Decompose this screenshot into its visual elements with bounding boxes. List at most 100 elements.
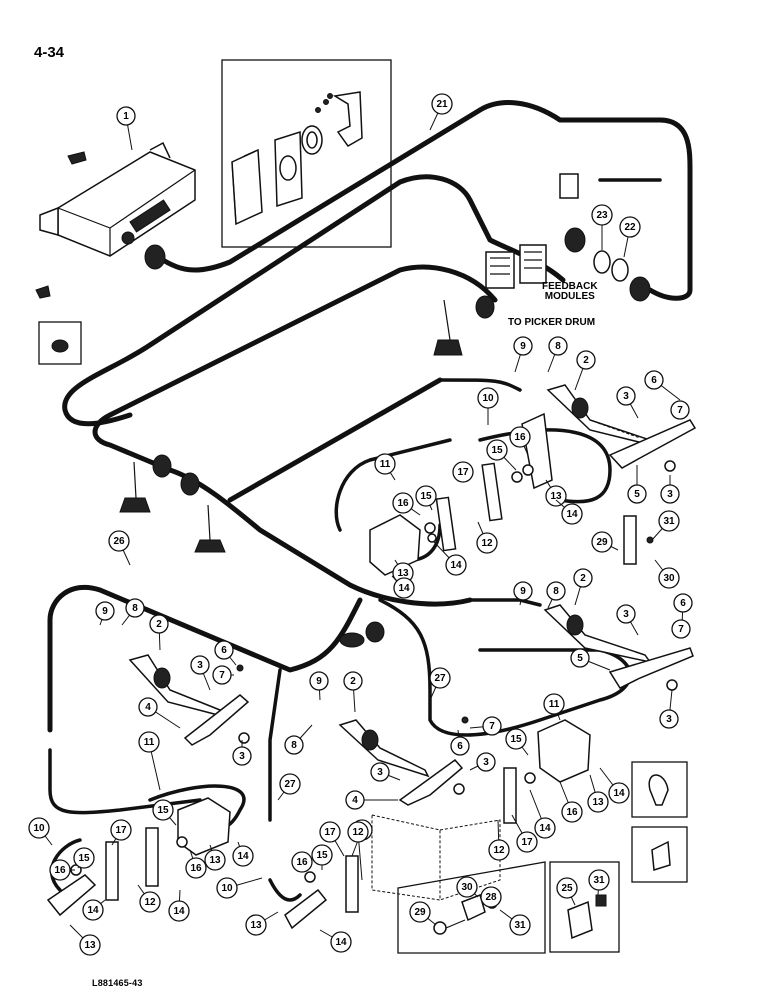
callout-number: 16 xyxy=(397,498,409,509)
callout-c14i: 14 xyxy=(319,929,352,953)
callout-c5b: 5 xyxy=(570,648,611,671)
callout-circle xyxy=(513,581,533,601)
grommet-inset-box xyxy=(38,321,82,365)
callout-circle xyxy=(588,869,610,891)
callout-c3d: 3 xyxy=(616,604,639,636)
connectors xyxy=(144,227,651,648)
callout-number: 8 xyxy=(291,740,297,751)
bracket-4-left xyxy=(183,694,250,746)
callout-circle xyxy=(291,851,313,873)
callout-number: 4 xyxy=(352,795,358,806)
callout-circle xyxy=(245,914,267,936)
callout-circle xyxy=(392,492,414,514)
harness-26-main xyxy=(92,264,498,607)
callout-circle xyxy=(573,568,593,588)
callout-circle xyxy=(480,886,502,908)
clip-inset-box xyxy=(549,861,620,953)
callout-c3a: 3 xyxy=(616,386,639,419)
bracket-kit-inset-box xyxy=(221,59,392,248)
hardware-inset-box xyxy=(397,861,546,954)
callout-number: 6 xyxy=(651,375,657,386)
callout-number: 3 xyxy=(623,391,629,402)
module-11-lower-left xyxy=(177,797,231,856)
callout-c13a: 13 xyxy=(545,479,567,507)
callout-circle xyxy=(619,216,641,238)
arm-lower-left xyxy=(46,874,97,917)
callout-c27b: 27 xyxy=(277,773,301,801)
callout-c2a: 2 xyxy=(574,350,596,391)
callout-c8d: 8 xyxy=(284,724,313,755)
callout-number: 15 xyxy=(316,850,328,861)
callout-number: 23 xyxy=(596,210,608,221)
callout-c7a: 7 xyxy=(670,400,690,420)
callout-circle xyxy=(450,736,470,756)
callout-number: 8 xyxy=(553,586,559,597)
callout-c13d: 13 xyxy=(204,844,226,871)
callout-number: 7 xyxy=(678,624,684,635)
callout-number: 2 xyxy=(350,676,356,687)
callout-circle xyxy=(138,731,160,753)
callout-number: 13 xyxy=(550,491,562,502)
harness-27-loop xyxy=(378,598,632,737)
callout-c14a: 14 xyxy=(555,499,583,525)
bracket-5-mid xyxy=(608,647,694,689)
callout-circle xyxy=(488,839,510,861)
callout-number: 11 xyxy=(380,459,391,470)
callout-c11c: 11 xyxy=(138,731,161,791)
callout-c11b: 11 xyxy=(543,693,565,721)
harness-main-loop xyxy=(62,174,566,427)
callout-number: 30 xyxy=(461,882,473,893)
callout-c17e: 17 xyxy=(319,821,345,857)
callout-c1: 1 xyxy=(116,106,136,151)
label-feedback-modules-line2: MODULES xyxy=(544,291,595,302)
plate-17-mid xyxy=(503,767,517,824)
callout-number: 14 xyxy=(566,509,578,520)
callout-c10b: 10 xyxy=(28,817,53,846)
callout-number: 13 xyxy=(397,568,409,579)
callout-number: 3 xyxy=(623,609,629,620)
grommets xyxy=(35,285,463,553)
callout-c6c: 6 xyxy=(673,593,693,626)
cabinet-outline xyxy=(371,814,501,901)
callout-c9a: 9 xyxy=(513,336,533,373)
callout-number: 14 xyxy=(539,823,551,834)
callout-circle xyxy=(347,821,369,843)
callout-circle xyxy=(644,370,664,390)
callout-number: 1 xyxy=(123,111,129,122)
plate-17-lower-left-2 xyxy=(105,841,119,901)
callout-number: 7 xyxy=(677,405,683,416)
controller-module xyxy=(39,141,196,257)
callout-circle xyxy=(330,931,352,953)
callout-circle xyxy=(587,791,609,813)
callout-circle xyxy=(345,790,365,810)
callout-c9b: 9 xyxy=(95,601,115,626)
callout-number: 9 xyxy=(520,586,526,597)
callout-number: 10 xyxy=(221,883,233,894)
callout-c14d: 14 xyxy=(599,767,630,804)
callout-c15e: 15 xyxy=(152,799,177,826)
callout-number: 10 xyxy=(33,823,45,834)
callout-circle xyxy=(232,746,252,766)
harness-11-lower-left xyxy=(48,748,202,815)
callout-number: 7 xyxy=(489,721,495,732)
callout-number: 14 xyxy=(398,583,410,594)
callout-circle xyxy=(482,716,502,736)
callout-number: 16 xyxy=(514,432,526,443)
callout-number: 12 xyxy=(493,845,505,856)
o-ring-22 xyxy=(611,258,629,282)
callout-c15a: 15 xyxy=(486,439,517,471)
plate-17-upper-left xyxy=(435,496,457,552)
callout-c16e: 16 xyxy=(185,849,207,879)
callout-circle xyxy=(543,693,565,715)
callout-c8b: 8 xyxy=(121,598,145,626)
callout-c12d: 12 xyxy=(347,821,369,881)
callout-circle xyxy=(279,773,301,795)
callout-number: 9 xyxy=(102,606,108,617)
callout-number: 30 xyxy=(663,573,675,584)
callout-number: 4 xyxy=(145,702,151,713)
callout-circle xyxy=(343,671,363,691)
callout-c6b: 6 xyxy=(214,640,237,666)
callout-c12b: 12 xyxy=(488,819,510,861)
callout-number: 6 xyxy=(680,598,686,609)
callout-circle xyxy=(546,581,566,601)
